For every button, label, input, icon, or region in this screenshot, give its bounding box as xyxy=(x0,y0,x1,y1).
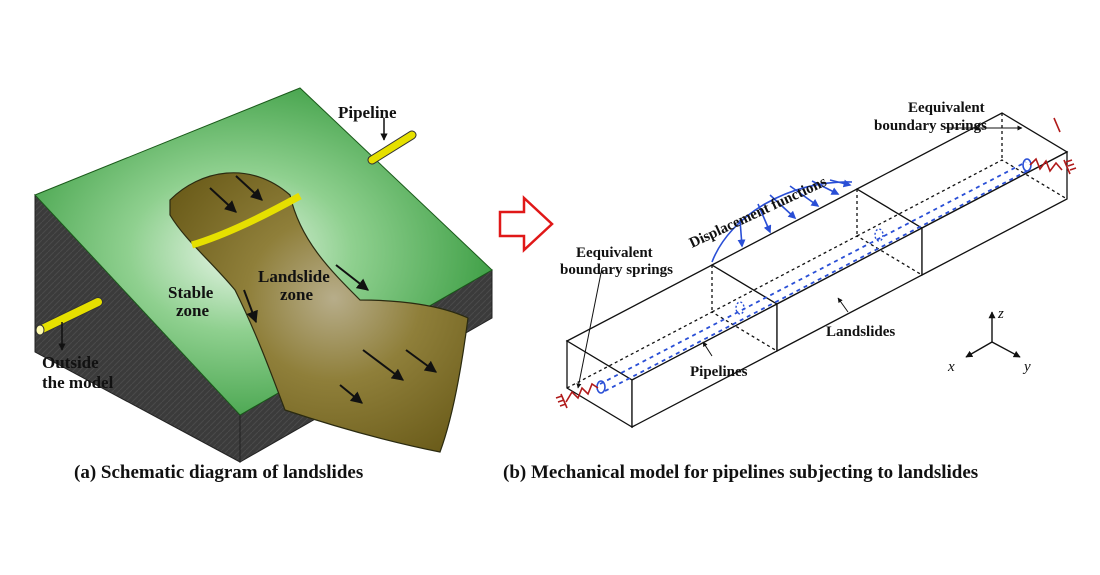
pipeline-label: Pipeline xyxy=(338,103,397,122)
outside-label-line2: the model xyxy=(42,373,114,392)
stable-zone-label-line1: Stable xyxy=(168,283,214,302)
axis-triad xyxy=(965,311,1021,358)
axis-z-label: z xyxy=(997,306,1004,322)
axis-x-label: x xyxy=(947,359,955,375)
landslide-zone-label-line1: Landslide xyxy=(258,267,330,286)
sliding-arrows xyxy=(209,175,437,404)
axis-y-label: y xyxy=(1022,359,1031,375)
springs-right-label-line1: Eequivalent xyxy=(908,100,985,116)
pipelines-label: Pipelines xyxy=(690,364,748,380)
landslides-label: Landslides xyxy=(826,324,895,340)
leader-lines xyxy=(576,125,1023,389)
springs-left-label-line1: Eequivalent xyxy=(576,245,653,261)
springs-right-label-line2: boundary springs xyxy=(874,118,987,134)
panel-b-mechanical-model xyxy=(555,112,1077,429)
transition-arrow-icon xyxy=(498,195,554,253)
landslide-crack-line xyxy=(190,192,302,249)
pipeline-top xyxy=(367,118,417,165)
caption-b: (b) Mechanical model for pipelines subje… xyxy=(503,462,978,483)
landslide-zone-label-line2: zone xyxy=(280,285,314,304)
spring-left-icon xyxy=(555,382,599,409)
springs-left-label-line2: boundary springs xyxy=(560,262,673,278)
box-right-segment xyxy=(855,112,1069,277)
stable-zone-label-line2: zone xyxy=(176,301,210,320)
displacement-functions-shape xyxy=(711,179,853,263)
outside-label-line1: Outside xyxy=(42,353,99,372)
spring-right-icon xyxy=(1029,117,1077,175)
pipeline-bottom xyxy=(35,297,103,351)
panel-a-landslide-schematic: Pipeline Landslide zone Stable zone Outs… xyxy=(34,87,493,483)
pipe-joint-left xyxy=(735,301,745,315)
caption-a: (a) Schematic diagram of landslides xyxy=(74,462,363,483)
pipeline-model-lines xyxy=(599,161,1032,392)
pipe-joint-right xyxy=(874,228,884,242)
